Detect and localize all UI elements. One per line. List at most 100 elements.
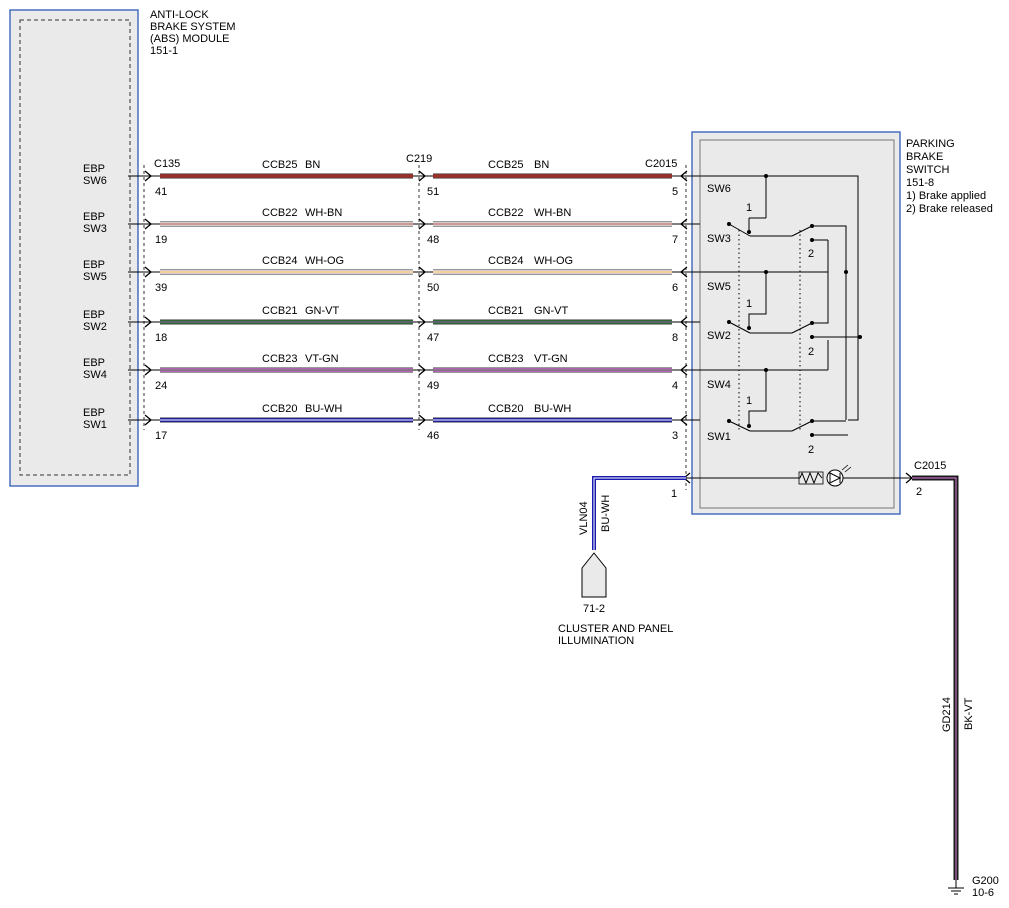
illumination-wire-stripe <box>593 477 686 550</box>
pin-number: 41 <box>155 186 167 198</box>
module-pin-label: EBP <box>83 211 105 223</box>
connector-c2015-label: C2015 <box>645 158 677 170</box>
abs-module-title-4: 151-1 <box>150 45 178 57</box>
ground-color-label: BK-VT <box>963 697 975 730</box>
circuit-label: CCB20 <box>262 403 297 415</box>
illumination-circuit-label: VLN04 <box>578 501 590 535</box>
connector-arrow-c135 <box>144 364 153 376</box>
circuit-label: CCB23 <box>488 353 523 365</box>
connector-arrow-c219 <box>418 266 427 278</box>
ground-ref-2: 10-6 <box>972 887 994 899</box>
pin-number: 5 <box>672 186 678 198</box>
switch-title-3: SWITCH <box>906 164 949 176</box>
color-code-label: BN <box>305 159 320 171</box>
pin-number: 50 <box>427 282 439 294</box>
ground-circuit: GD214 BK-VT G200 10-6 <box>912 475 999 899</box>
module-pin-label: EBP <box>83 163 105 175</box>
switch-title-4: 151-8 <box>906 177 934 189</box>
sw-label-sw5: SW5 <box>707 281 731 293</box>
sw-label-sw2: SW2 <box>707 330 731 342</box>
connector-arrow-c135 <box>144 414 153 426</box>
module-pin-label: EBP <box>83 407 105 419</box>
pos-1-sw2: 1 <box>746 298 752 310</box>
circuit-label: CCB22 <box>488 207 523 219</box>
illumination-label-1: CLUSTER AND PANEL <box>558 623 673 635</box>
connector-arrow-c135 <box>144 316 153 328</box>
switch-title-6: 2) Brake released <box>906 203 993 215</box>
pin-number: 46 <box>427 430 439 442</box>
pin-number: 7 <box>672 234 678 246</box>
resistor-icon <box>799 471 823 485</box>
circuit-label: CCB24 <box>488 255 523 267</box>
color-code-label: GN-VT <box>534 305 569 317</box>
connector-arrow-c219 <box>418 316 427 328</box>
pin-number: 19 <box>155 234 167 246</box>
contact-dots <box>727 174 862 437</box>
circuit-label: CCB22 <box>262 207 297 219</box>
resistor-box <box>798 471 824 485</box>
circuit-label: CCB25 <box>262 159 297 171</box>
connector-arrow-c219 <box>418 170 427 182</box>
abs-module-outline <box>9 9 139 487</box>
module-pin-label: EBP <box>83 357 105 369</box>
illumination-connector-icon <box>581 552 607 598</box>
color-code-label: WH-BN <box>534 207 571 219</box>
pin-number: 17 <box>155 430 167 442</box>
connector-c135-label: C135 <box>154 158 180 170</box>
circuit-label: CCB25 <box>488 159 523 171</box>
sw5-bus <box>700 271 767 328</box>
pos-2-sw3: 2 <box>808 248 814 260</box>
sw-label-sw3: SW3 <box>707 233 731 245</box>
color-code-label: GN-VT <box>305 305 340 317</box>
ground-wire <box>912 475 959 880</box>
connector-arrow-c2015 <box>679 364 688 376</box>
connector-arrow-c2015 <box>679 414 688 426</box>
switch-title-1: PARKING <box>906 138 955 150</box>
sw3-blade <box>728 223 751 237</box>
color-code-label: WH-BN <box>305 207 342 219</box>
module-pin-label: SW6 <box>83 175 107 187</box>
switch-inner <box>699 139 895 509</box>
connector-arrow-c2015 <box>679 170 688 182</box>
connector-arrow-c219 <box>418 218 427 230</box>
ground-pin-label: 2 <box>916 486 922 498</box>
sw-label-sw4: SW4 <box>707 379 731 391</box>
sw2-blade <box>728 321 751 334</box>
pin-number: 47 <box>427 332 439 344</box>
abs-module-inner-dashed <box>19 19 131 476</box>
connector-c219-label: C219 <box>406 153 432 165</box>
sw6-bus <box>700 175 859 421</box>
connector-arrow-c2015 <box>679 316 688 328</box>
module-pin-label: SW3 <box>83 223 107 235</box>
sw1-blade2 <box>791 420 813 432</box>
switch-title-2: BRAKE <box>906 151 943 163</box>
module-pin-label: SW1 <box>83 419 107 431</box>
connector-arrow-c135 <box>144 170 153 182</box>
pin-number: 24 <box>155 380 167 392</box>
pos-1-sw3: 1 <box>746 202 752 214</box>
pin-number: 4 <box>672 380 678 392</box>
pin-number: 49 <box>427 380 439 392</box>
parking-brake-switch: PARKING BRAKE SWITCH 151-8 1) Brake appl… <box>691 131 993 515</box>
switch-internals <box>700 174 862 437</box>
color-code-label: WH-OG <box>534 255 573 267</box>
led-ray-1 <box>841 464 849 471</box>
pin-number: 39 <box>155 282 167 294</box>
led-diode-icon <box>829 472 842 484</box>
sw2-blade2 <box>791 322 813 334</box>
lamp-pin-label: 1 <box>671 488 677 500</box>
sw4-bus <box>700 369 767 426</box>
led-ray-2 <box>844 466 852 473</box>
connector-arrow-c219 <box>418 364 427 376</box>
switch-labels: SW6 SW3 SW5 SW2 SW4 SW1 1 2 1 2 1 2 <box>707 183 814 456</box>
circuit-label: CCB21 <box>488 305 523 317</box>
circuit-label: CCB24 <box>262 255 297 267</box>
connector-arrow-c2015 <box>679 218 688 230</box>
